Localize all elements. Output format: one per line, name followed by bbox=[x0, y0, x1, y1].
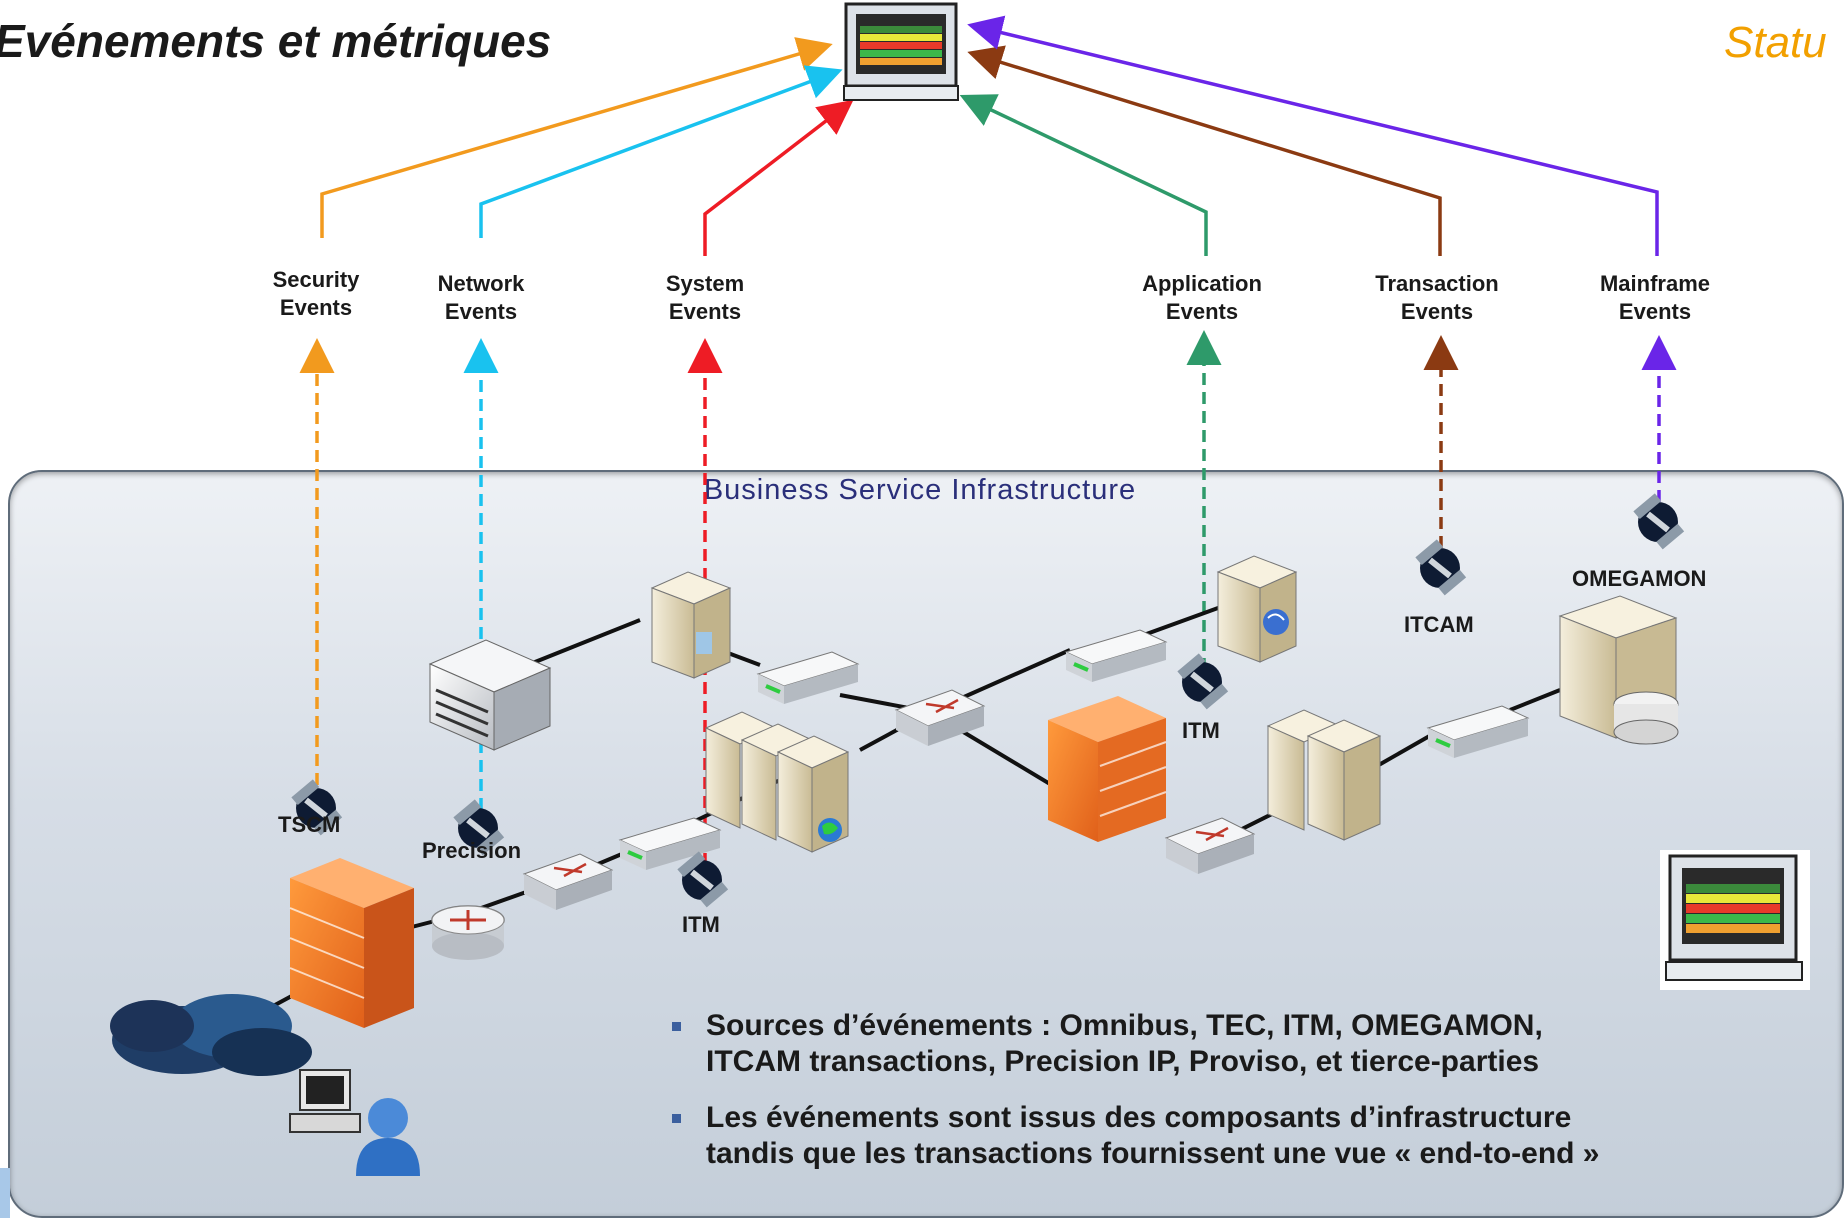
bullet-item: Les événements sont issus des composants… bbox=[668, 1100, 1788, 1172]
omegamon-agent-label: OMEGAMON bbox=[1572, 566, 1707, 591]
itm-agent-label: ITM bbox=[682, 912, 720, 937]
event-flow-arrows bbox=[320, 15, 1659, 256]
infrastructure-title: Business Service Infrastructure bbox=[703, 474, 1137, 506]
monitor-console-icon bbox=[843, 2, 959, 101]
workstation-icon bbox=[289, 1069, 361, 1133]
appliance-icon bbox=[1064, 629, 1168, 682]
security-flow-arrow bbox=[320, 37, 833, 238]
switch-icon bbox=[1164, 817, 1256, 874]
precision-agent-label: Precision bbox=[422, 838, 522, 863]
server-icon bbox=[650, 571, 732, 679]
status-title-fragment: Statu bbox=[1724, 18, 1827, 67]
application-flow-arrow bbox=[959, 94, 1208, 256]
server-icon bbox=[704, 711, 850, 853]
bullet-list: Sources d’événements : Omnibus, TEC, ITM… bbox=[668, 1008, 1788, 1192]
bullet-marker bbox=[672, 1114, 681, 1123]
page-title: Evénements et métriques bbox=[0, 15, 552, 67]
appliance-icon bbox=[618, 817, 722, 870]
server-icon bbox=[428, 639, 552, 751]
satellite-agent-icon bbox=[453, 799, 505, 856]
mainframe-icon bbox=[1558, 595, 1679, 745]
satellite-agent-icon bbox=[1633, 493, 1685, 550]
satellite-agent-icon bbox=[677, 851, 729, 908]
firewall-icon bbox=[289, 858, 414, 1028]
server-icon bbox=[1266, 709, 1382, 841]
switch-icon bbox=[522, 853, 614, 910]
network-flow-arrow bbox=[479, 65, 843, 238]
satellite-agent-icon bbox=[291, 779, 343, 836]
transaction-flow-arrow bbox=[967, 45, 1442, 256]
monitor-console-icon bbox=[1660, 850, 1810, 990]
bullet-marker bbox=[672, 1022, 681, 1031]
mainframe-flow-arrow bbox=[967, 15, 1659, 256]
bullet-item: Sources d’événements : Omnibus, TEC, ITM… bbox=[668, 1008, 1788, 1080]
appliance-icon bbox=[1426, 705, 1530, 758]
cloud-icon bbox=[110, 994, 312, 1076]
appliance-icon bbox=[756, 651, 860, 704]
slide-corner-accent bbox=[0, 1168, 10, 1218]
server-icon bbox=[1216, 555, 1298, 663]
user-icon bbox=[356, 1098, 420, 1176]
tscm-agent-label: TSCM bbox=[278, 812, 341, 837]
satellite-agent-icon bbox=[1177, 653, 1229, 710]
itm-agent-label: ITM bbox=[1182, 718, 1220, 743]
satellite-agent-icon bbox=[1415, 539, 1467, 596]
firewall-icon bbox=[1048, 696, 1167, 842]
agent-dashed-arrows bbox=[299, 330, 1677, 865]
switch-icon bbox=[894, 689, 986, 746]
router-icon bbox=[431, 905, 505, 960]
itcam-agent-label: ITCAM bbox=[1404, 612, 1474, 637]
system-flow-arrow bbox=[703, 99, 854, 256]
